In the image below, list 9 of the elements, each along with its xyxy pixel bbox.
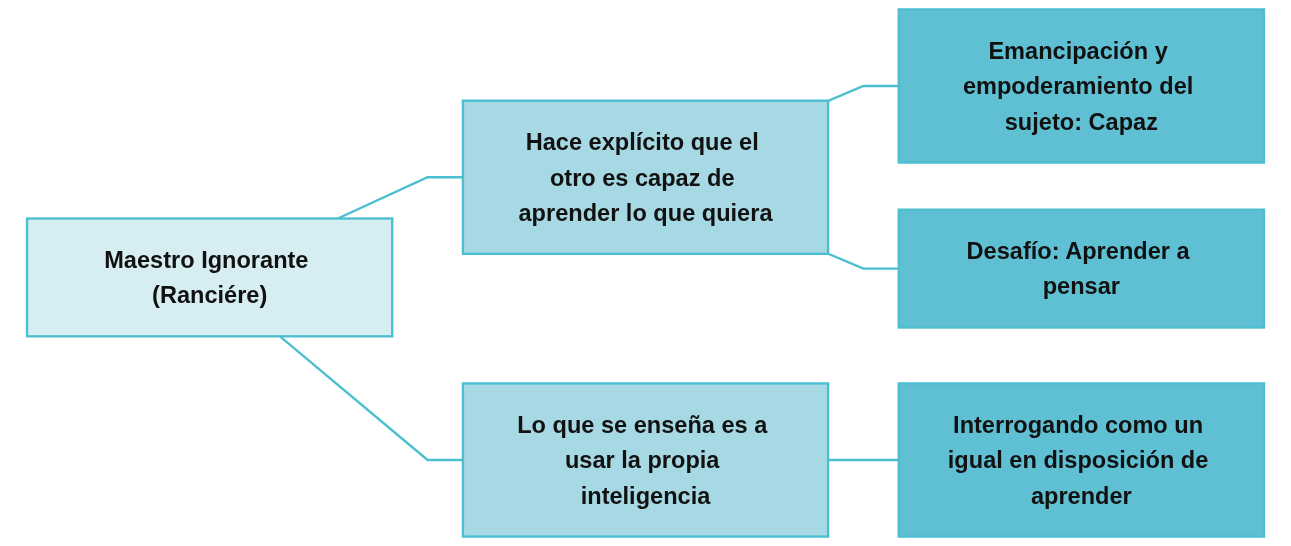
connector	[828, 458, 899, 462]
connector	[827, 252, 899, 270]
connector	[827, 84, 899, 102]
node-box: Maestro Ignorante (Ranciére)	[25, 217, 394, 338]
node-box: Emancipación y empoderamiento del sujeto: Capaz	[897, 8, 1266, 164]
node-box: Desafío: Aprender a pensar	[897, 208, 1266, 329]
node-box: Lo que se enseña es a usar la propia inteligencia	[461, 382, 830, 538]
node-box: Hace explícito que el otro es capaz de aprender lo que quiera	[461, 99, 830, 256]
node-box: Interrogando como un igual en disposición de aprender	[897, 382, 1266, 538]
